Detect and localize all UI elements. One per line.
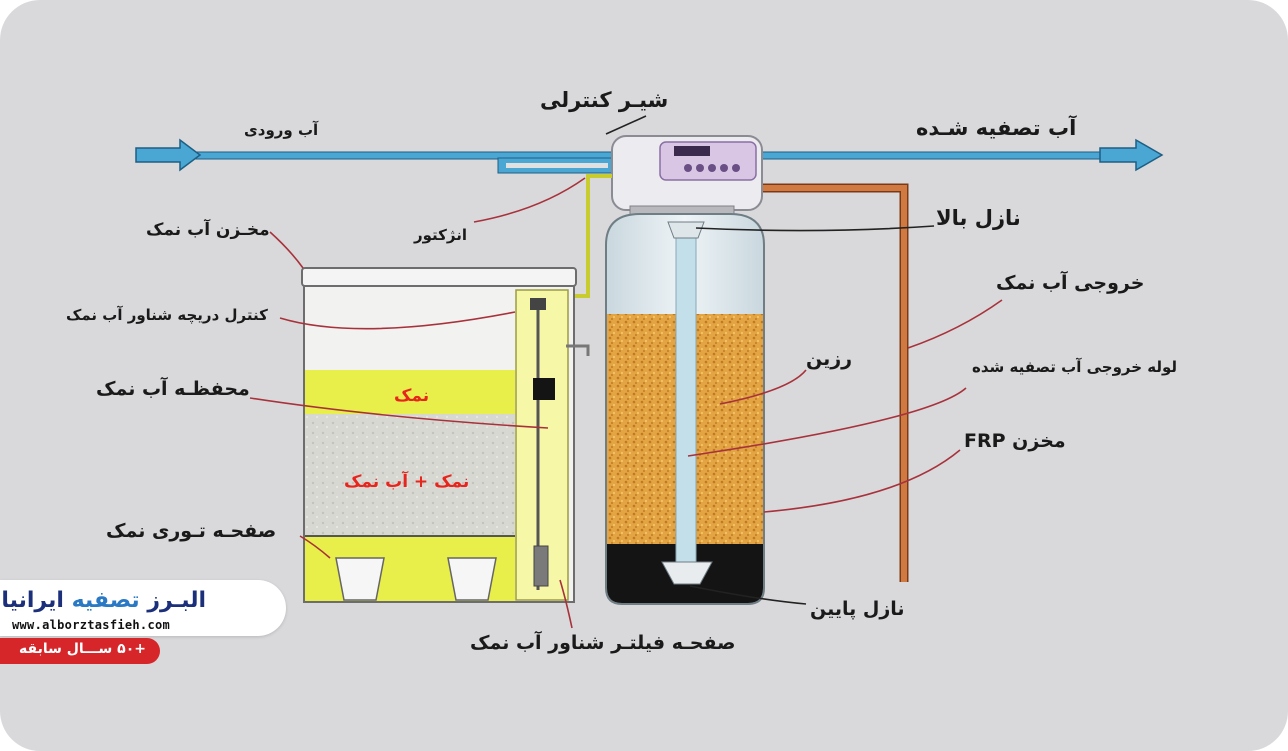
logo-name-part1: البـرز <box>147 588 206 613</box>
salt-brine-layer <box>305 414 515 536</box>
label-salt: نمک <box>394 386 430 406</box>
float <box>533 378 555 400</box>
label-brine-chamber: محفظـه آب نمک <box>96 378 250 400</box>
label-float-filter-plate: صفحـه فیلتـر شناور آب نمک <box>470 632 736 654</box>
brine-outlet-pipe <box>760 183 909 582</box>
experience-badge: +۵۰ ســـال سابقه <box>0 638 160 664</box>
company-logo: البـرز تصفیه ایرانیان www.alborztasfieh.… <box>0 580 286 636</box>
label-brine-outlet: خروجی آب نمک <box>996 272 1145 294</box>
float-valve-head <box>530 298 546 310</box>
top-nozzle-shape <box>667 221 705 239</box>
label-inlet-water: آب ورودی <box>244 121 319 139</box>
label-bottom-nozzle: نازل پایین <box>810 598 905 620</box>
overflow-fitting <box>566 344 590 356</box>
label-top-nozzle: نازل بالا <box>936 206 1021 230</box>
inlet-pipe <box>135 138 613 174</box>
logo-name-part2: تصفیه <box>71 588 140 613</box>
label-frp-tank: مخزن FRP <box>964 430 1066 452</box>
logo-url: www.alborztasfieh.com <box>12 618 171 632</box>
label-treated-outlet-pipe: لوله خروجی آب تصفیه شده <box>972 358 1178 376</box>
float-filter <box>533 545 549 587</box>
inlet-arrow <box>135 138 202 172</box>
label-treated-water: آب تصفیه شـده <box>916 116 1077 140</box>
label-injector: انژکتور <box>414 226 467 244</box>
label-salt-plus-brine: نمک + آب نمک <box>344 472 470 492</box>
distributor-tube <box>675 231 697 573</box>
frp-tank <box>605 213 765 605</box>
salt-layer <box>305 370 515 414</box>
brine-tank <box>301 267 590 603</box>
label-float-valve-control: کنترل دریچه شناور آب نمک <box>66 306 268 324</box>
bottom-nozzle-shape <box>661 561 713 585</box>
logo-name-part3: ایرانیان <box>0 588 64 613</box>
outlet-pipe <box>759 138 1164 172</box>
outlet-arrow <box>1099 138 1164 172</box>
leg-right <box>447 557 497 601</box>
badge-text: +۵۰ ســـال سابقه <box>19 641 146 657</box>
label-resin: رزین <box>806 348 853 370</box>
label-control-valve: شیـر کنترلی <box>540 88 669 112</box>
black-leader-lines <box>605 115 935 605</box>
leg-left <box>335 557 385 601</box>
label-salt-grid-plate: صفحـه تـوری نمک <box>106 520 277 542</box>
leader-lines <box>249 177 1003 629</box>
logo-name: البـرز تصفیه ایرانیان <box>0 588 206 613</box>
label-brine-tank: مخـزن آب نمک <box>146 220 270 240</box>
control-valve <box>611 135 763 221</box>
